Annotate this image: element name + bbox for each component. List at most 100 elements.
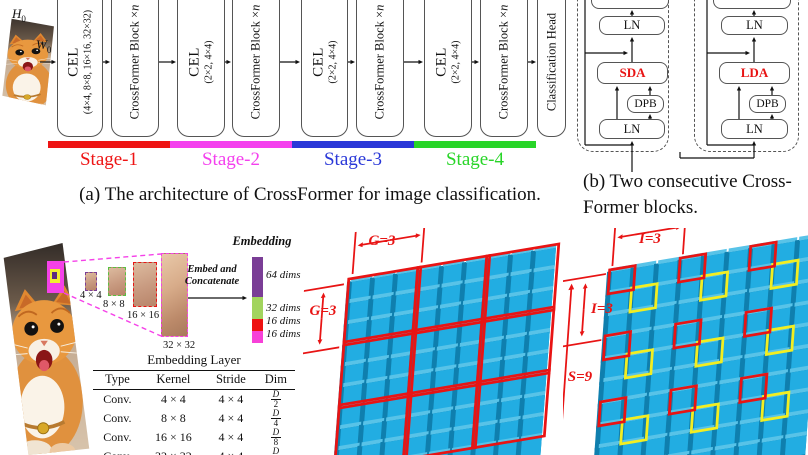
cube (500, 398, 522, 421)
cube (385, 417, 407, 440)
cube (488, 255, 510, 277)
cube (766, 369, 789, 377)
stage1-bar (48, 141, 170, 148)
cube (439, 301, 462, 309)
cube (794, 303, 808, 326)
cube (675, 344, 697, 368)
group-border (401, 379, 482, 455)
red-cell-border (601, 330, 633, 362)
yellow-cell-border (764, 324, 796, 357)
cube (720, 358, 743, 382)
caption-b-line2: Former blocks. (583, 197, 699, 218)
cube (339, 425, 361, 447)
cube (645, 436, 668, 455)
cube (483, 318, 506, 340)
cube (747, 311, 769, 334)
cube (651, 344, 674, 353)
cube (411, 372, 434, 394)
cube (526, 352, 549, 375)
cube (505, 335, 527, 358)
cube (670, 410, 693, 434)
stage3-label: Stage-3 (323, 149, 383, 170)
cube (761, 435, 784, 443)
cube (412, 368, 434, 376)
cube (720, 354, 743, 363)
cube (607, 308, 630, 317)
cube (703, 274, 725, 298)
table-title: Embedding Layer (147, 352, 241, 367)
group-border (480, 242, 561, 324)
crossformer-block-2: CrossFormer Block ×n (232, 0, 280, 137)
cube (761, 439, 784, 455)
cube (764, 395, 787, 418)
cube (454, 402, 477, 410)
cube (792, 325, 808, 348)
caption-a: (a) The architecture of CrossFormer for … (79, 184, 541, 205)
cube (522, 415, 544, 438)
cube (770, 307, 793, 330)
cube (529, 310, 552, 333)
cube (390, 354, 412, 377)
cube (344, 362, 366, 384)
cube (433, 389, 455, 411)
cube (462, 297, 485, 305)
cube (343, 379, 365, 388)
cube (645, 432, 668, 441)
yellow-cell-border (760, 390, 791, 423)
cube (788, 387, 808, 395)
cube (673, 362, 696, 371)
cube (441, 280, 463, 288)
cube (456, 385, 478, 407)
table-cell: 4 × 4 (218, 411, 244, 425)
sampling-window (47, 261, 64, 293)
cat-photo-small (2, 18, 54, 106)
cube (534, 247, 556, 270)
ln-box: LN (721, 119, 788, 139)
cube (460, 322, 483, 344)
cel-label: CEL (433, 46, 450, 77)
arrowhead (617, 234, 623, 240)
red-cell-border (738, 372, 769, 405)
cube (361, 438, 383, 447)
cube (504, 352, 526, 361)
table-header: Kernel (141, 370, 206, 390)
cube (695, 380, 718, 389)
cube (728, 248, 750, 272)
cube (656, 278, 679, 287)
arrowhead (531, 59, 536, 65)
arrowhead (579, 330, 585, 337)
cel-block-2: CEL (2×2, 4×4) (177, 0, 225, 137)
cube (372, 291, 394, 300)
red-cell-border (606, 264, 637, 296)
projection-dashed-line (63, 253, 162, 263)
cube (647, 410, 669, 419)
arrowhead (474, 59, 479, 65)
connector-line (563, 339, 602, 348)
yellow-cell-border (689, 402, 720, 434)
table-cell-dim: D8 (256, 447, 295, 455)
cube (725, 292, 747, 316)
cube (625, 392, 648, 401)
patch-16x16 (133, 262, 157, 307)
connector-line (360, 239, 390, 246)
cube (349, 295, 371, 304)
cube (692, 428, 715, 452)
cube (505, 331, 527, 340)
cube (668, 432, 691, 455)
arrowhead (676, 228, 682, 231)
cube (431, 406, 454, 414)
cube (797, 255, 808, 263)
table-cell: 16 × 16 (155, 430, 192, 444)
cube (678, 300, 700, 324)
arrowhead (171, 59, 176, 65)
embedding-segment-16b (252, 331, 263, 343)
cube (653, 322, 676, 331)
patch-8x8 (108, 267, 126, 296)
cel-kernels: (2×2, 4×4) (450, 40, 462, 83)
cube (669, 428, 691, 437)
table-cell: 8 × 8 (161, 411, 186, 425)
